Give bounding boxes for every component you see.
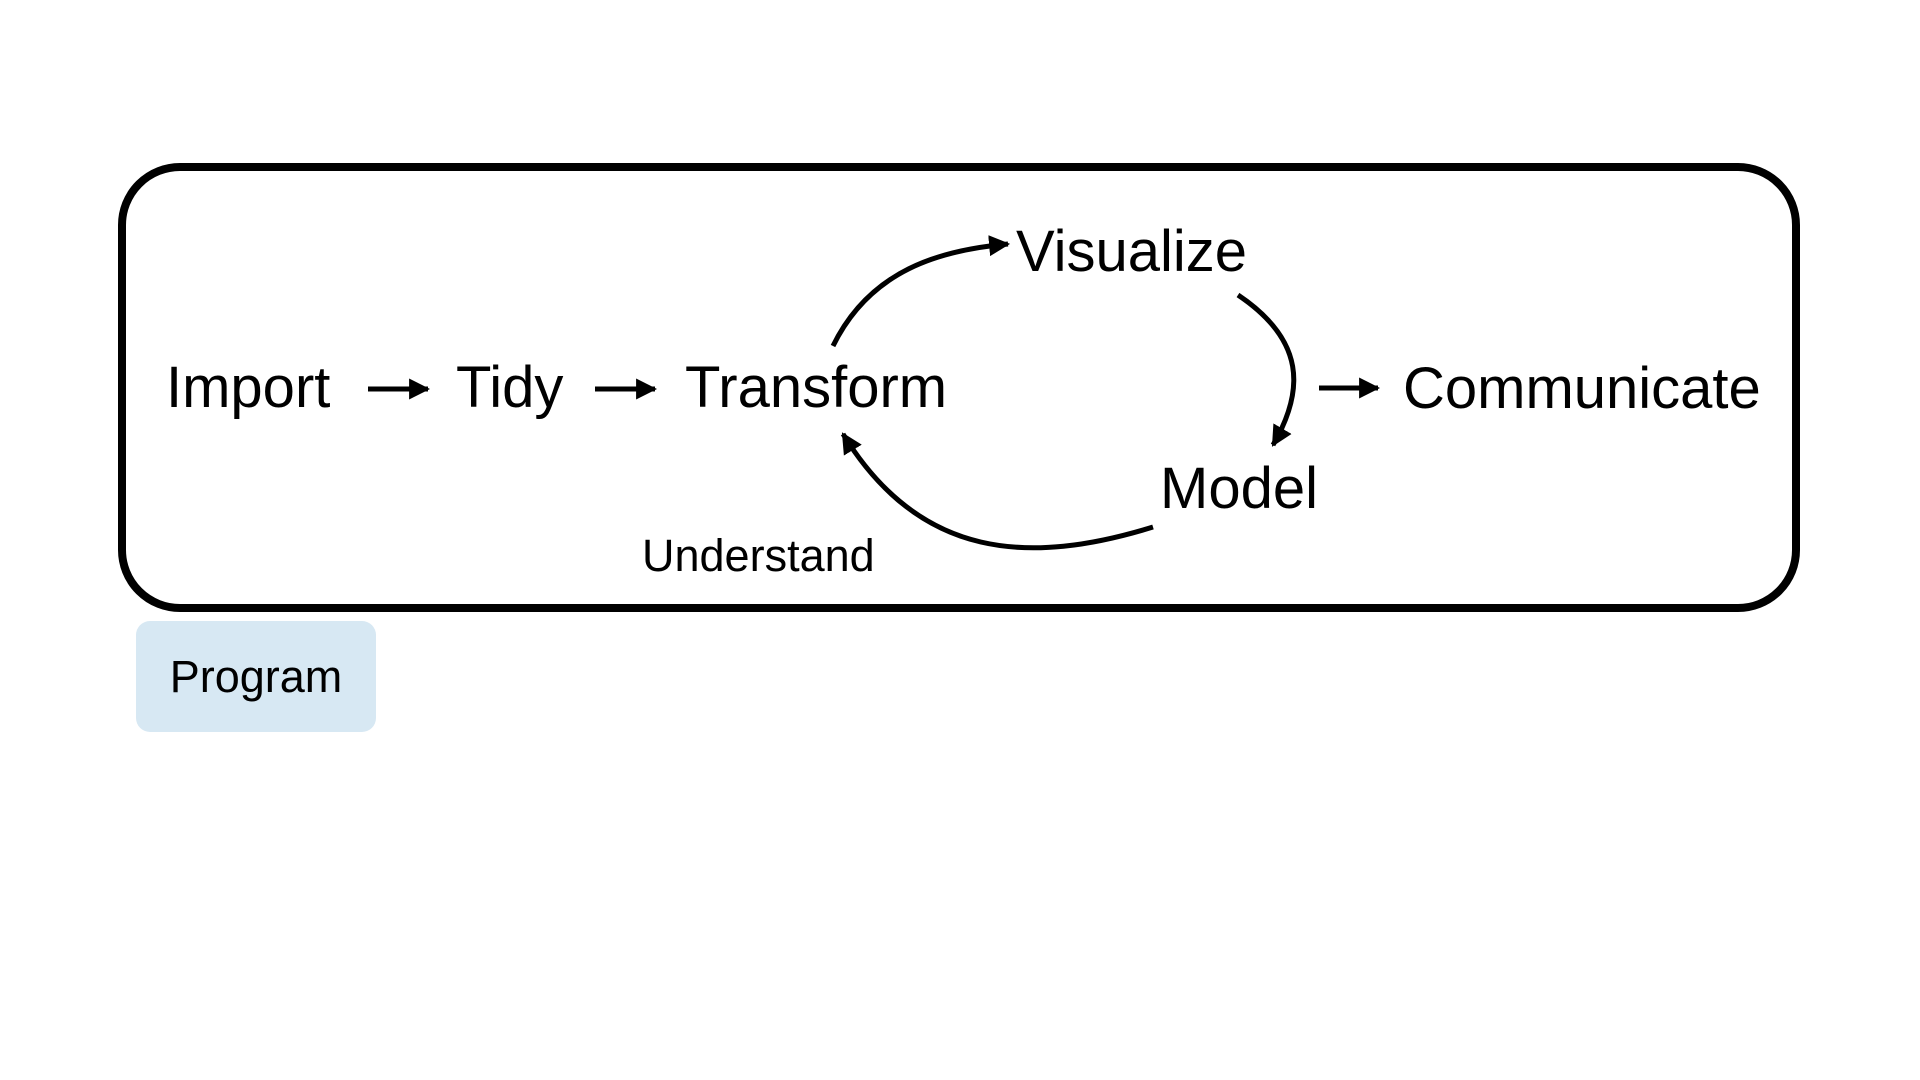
understand-label: Understand: [642, 530, 875, 581]
program-label: Program: [169, 650, 343, 702]
node-import: Import: [166, 355, 331, 420]
arrow-transform-to-visualize: [830, 235, 1011, 348]
node-model: Model: [1160, 456, 1318, 521]
arrow-visualize-to-model: [1236, 292, 1297, 447]
node-visualize: Visualize: [1016, 219, 1248, 284]
node-tidy: Tidy: [456, 355, 564, 420]
program-label-box: Program: [136, 621, 376, 732]
program-container-box: [118, 163, 1800, 612]
node-communicate: Communicate: [1403, 356, 1761, 421]
node-transform: Transform: [685, 355, 948, 420]
arrow-model-to-transform: [840, 432, 1154, 551]
